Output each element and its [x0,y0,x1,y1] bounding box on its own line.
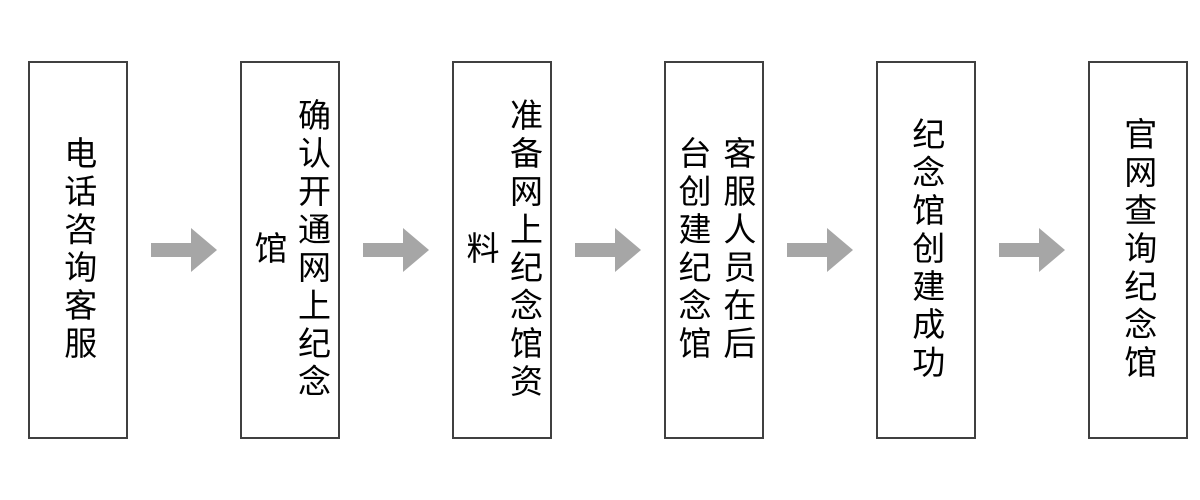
step-confirm-open[interactable]: 确认开通网上纪念馆 [240,61,340,439]
connector-3-4 [552,61,664,439]
step-label: 客服人员在后台创建纪念馆 [673,136,757,364]
step-label: 纪念馆创建成功 [906,117,946,383]
step-label: 准备网上纪念馆资料 [461,98,544,402]
step-label: 官网查询纪念馆 [1118,117,1158,383]
connector-2-3 [340,61,452,439]
step-prepare-materials[interactable]: 准备网上纪念馆资料 [452,61,552,439]
right-arrow-icon [151,228,217,272]
right-arrow-icon [363,228,429,272]
step-website-query[interactable]: 官网查询纪念馆 [1088,61,1188,439]
right-arrow-icon [575,228,641,272]
step-staff-create[interactable]: 客服人员在后台创建纪念馆 [664,61,764,439]
connector-4-5 [764,61,876,439]
step-phone-consult[interactable]: 电话咨询客服 [28,61,128,439]
step-label: 电话咨询客服 [58,136,98,364]
right-arrow-icon [787,228,853,272]
connector-1-2 [128,61,240,439]
right-arrow-icon [999,228,1065,272]
left-margin-spacer [0,245,28,255]
step-create-success[interactable]: 纪念馆创建成功 [876,61,976,439]
connector-5-6 [976,61,1088,439]
step-label: 确认开通网上纪念馆 [249,98,332,402]
